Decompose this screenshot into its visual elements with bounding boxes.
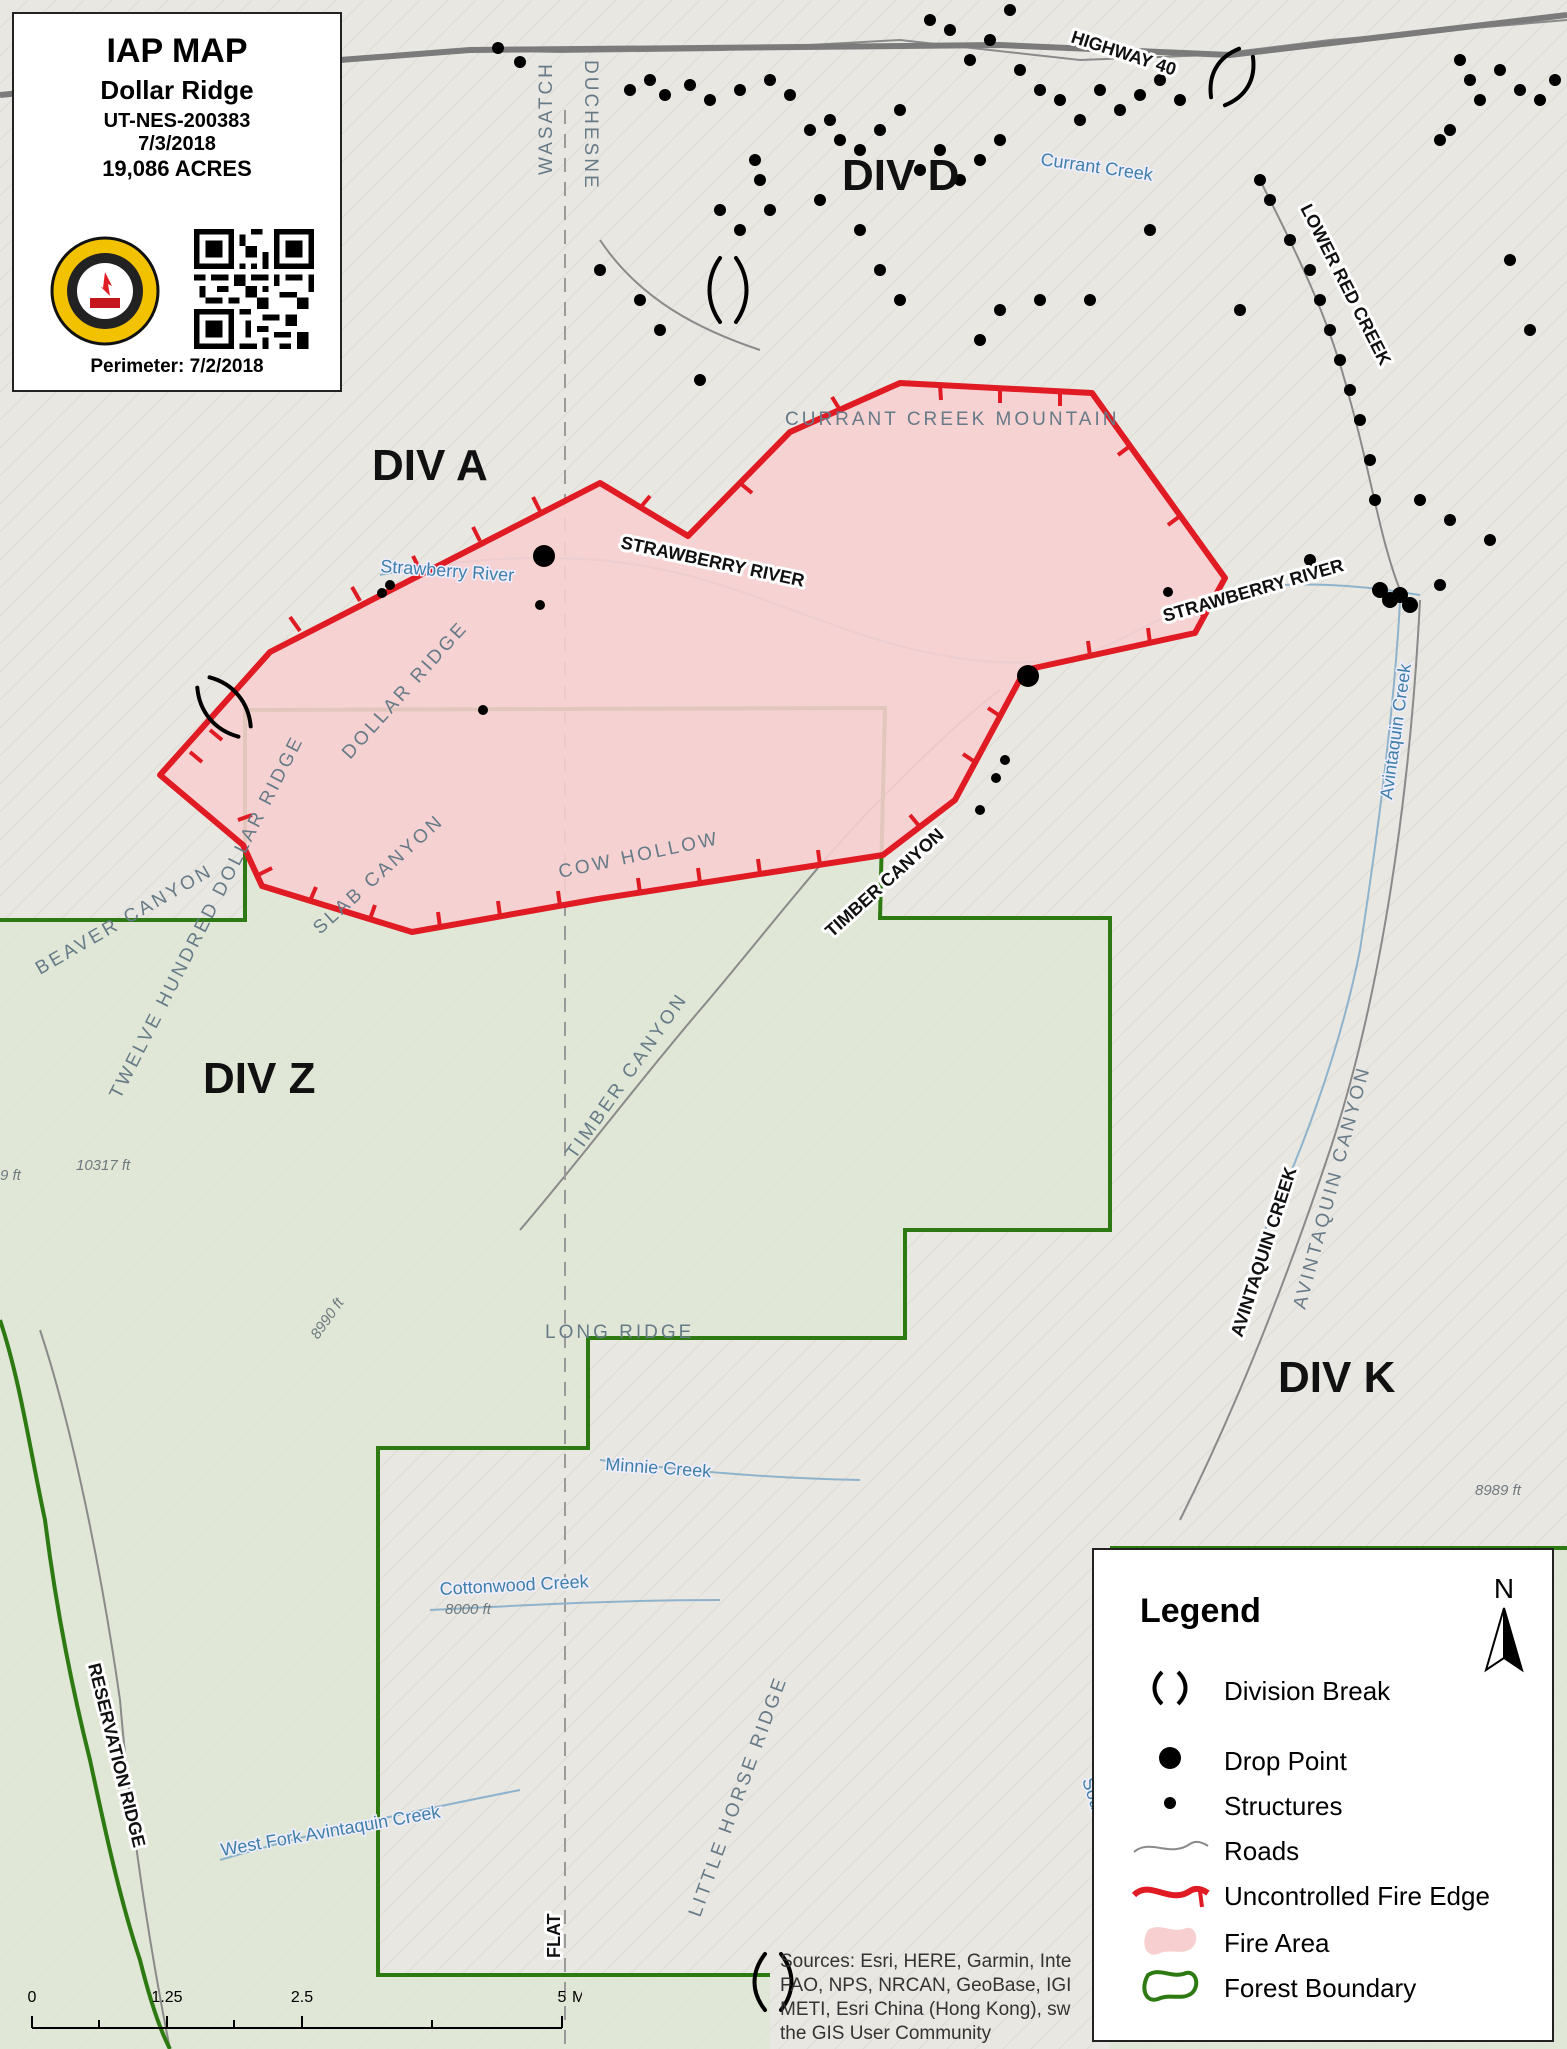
county-label-wasatch: WASATCH (536, 61, 557, 175)
legend-row-forest-boundary: Forest Boundary (1094, 1965, 1554, 2005)
map-attribution: Sources: Esri, HERE, Garmin, Inte FAO, N… (780, 1951, 1072, 2044)
fire-name: Dollar Ridge (100, 75, 254, 105)
division-breaks (195, 46, 1256, 2012)
legend-row-fire-edge: Uncontrolled Fire Edge (1094, 1873, 1554, 1913)
scale-bar: 0 1.25 2.5 5 Miles (28, 1989, 582, 2029)
elevation-label: 10317 ft (76, 1157, 131, 1174)
legend-label: Fire Area (1224, 1928, 1330, 1958)
elevation-label: 8989 ft (1475, 1482, 1522, 1499)
division-label-a: DIV A (372, 441, 488, 490)
fire-area-icon (1144, 1927, 1197, 1955)
road-icon (1133, 1840, 1209, 1853)
incident-number: UT-NES-200383 (103, 110, 251, 132)
drop-point-icon (1159, 1747, 1181, 1769)
scale-units: Miles (572, 1989, 582, 2006)
scale-tick-label: 5 (558, 1989, 567, 2006)
division-break (752, 1952, 794, 2012)
scale-tick-label: 1.25 (151, 1989, 182, 2006)
terrain-flat: FLAT (544, 1913, 564, 1958)
terrain-long-ridge: LONG RIDGE (545, 1322, 694, 1343)
scale-tick-label: 0 (28, 1989, 37, 2006)
legend-row-drop-point: Drop Point (1094, 1738, 1554, 1778)
legend-title: Legend (1140, 1592, 1261, 1630)
forest-area (0, 708, 1110, 2049)
division-label-d: DIV D (842, 151, 959, 200)
qr-code (194, 229, 314, 349)
incident-team-logo (50, 236, 160, 346)
title-panel: IAP MAP Dollar Ridge UT-NES-200383 7/3/2… (12, 12, 342, 392)
drop-points (533, 545, 1039, 687)
elevation-label: 9 ft (0, 1167, 22, 1184)
legend-label: Structures (1224, 1791, 1343, 1821)
scale-tick-label: 2.5 (291, 1989, 313, 2006)
legend-row-division-break: Division Break (1094, 1668, 1554, 1708)
fire-acres: 19,086 ACRES (102, 156, 252, 181)
legend-row-structures: Structures (1094, 1783, 1554, 1823)
division-break-icon (1152, 1670, 1188, 1706)
legend-row-roads: Roads (1094, 1828, 1554, 1868)
fire-edge (157, 380, 1228, 935)
division-break (1208, 46, 1256, 108)
drop-point (1017, 665, 1039, 687)
map-date: 7/3/2018 (138, 133, 216, 155)
north-label: N (1494, 1573, 1514, 1604)
legend-label: Division Break (1224, 1676, 1391, 1706)
division-label-z: DIV Z (203, 1054, 315, 1103)
fire-edge-ticks (188, 384, 1207, 928)
map-title: IAP MAP (106, 32, 248, 70)
county-label-duchesne: DUCHESNE (580, 60, 601, 191)
legend-label: Roads (1224, 1836, 1300, 1866)
legend-row-fire-area: Fire Area (1094, 1920, 1554, 1960)
drop-point (533, 545, 555, 567)
division-break (707, 256, 749, 324)
legend-label: Forest Boundary (1224, 1973, 1417, 2003)
terrain-currant-creek-mountain: CURRANT CREEK MOUNTAIN (785, 409, 1119, 430)
fire-area (160, 383, 1225, 932)
division-break (195, 675, 253, 739)
north-arrow-icon: N (1484, 1573, 1524, 1673)
structure-icon (1164, 1797, 1176, 1809)
legend-label: Drop Point (1224, 1746, 1347, 1776)
fire-edge-icon (1131, 1885, 1210, 1908)
legend-panel: Legend N Division Break Drop Point Struc… (1092, 1548, 1554, 2042)
legend-label: Uncontrolled Fire Edge (1224, 1881, 1490, 1911)
division-label-k: DIV K (1278, 1353, 1396, 1402)
perimeter-date: Perimeter: 7/2/2018 (90, 356, 264, 377)
structures (377, 4, 1561, 815)
elevation-label: 8000 ft (445, 1601, 492, 1618)
forest-boundary-icon (1142, 1970, 1199, 2002)
